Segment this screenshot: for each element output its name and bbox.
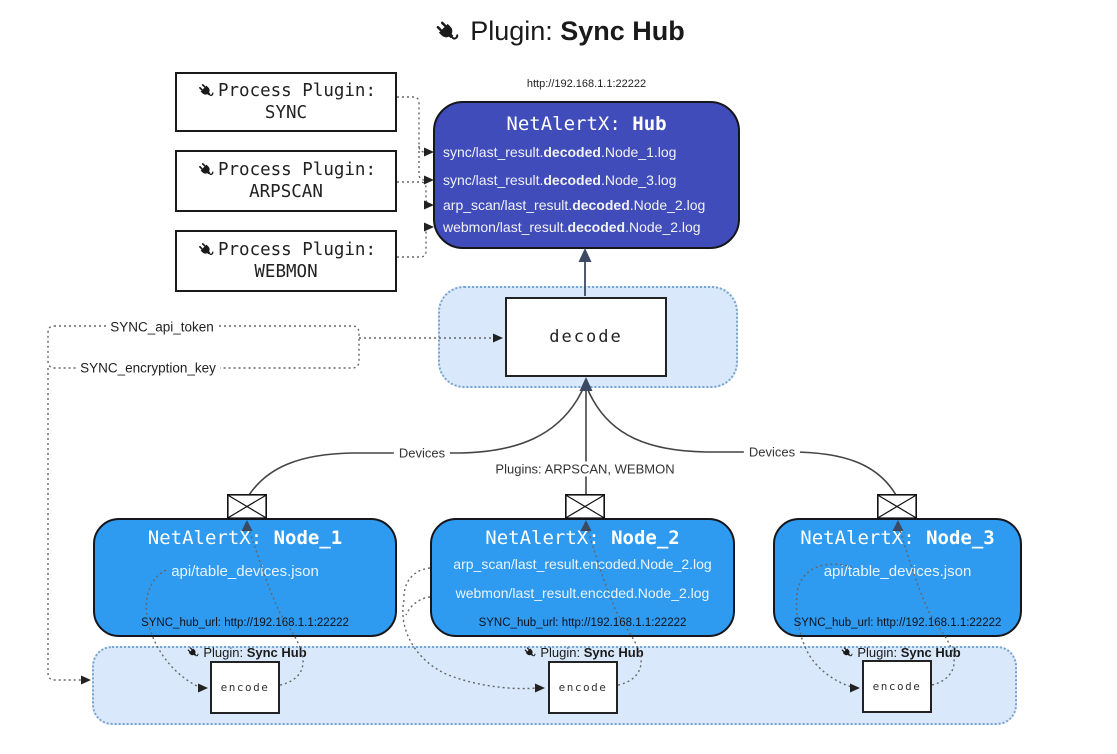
edge-arpscan-to-hub xyxy=(397,181,429,205)
page-title: Plugin: Sync Hub xyxy=(0,16,1117,47)
envelope-icon xyxy=(877,494,917,519)
node1-title: NetAlertX: Node_1 xyxy=(147,527,343,549)
edge-node3-devices xyxy=(585,383,897,496)
process-plugin-label: Process Plugin: xyxy=(217,160,377,180)
process-plugin-label: Process Plugin: xyxy=(217,240,377,260)
encode2-plugin-label: Plugin: Sync Hub xyxy=(522,645,644,660)
encode3-plugin-label: Plugin: Sync Hub xyxy=(839,645,961,660)
sync-encryption-key-label: SYNC_encryption_key xyxy=(76,360,220,376)
node3-title: NetAlertX: Node_3 xyxy=(800,527,995,549)
hub-log-line: arp_scan/last_result.decoded.Node_2.log xyxy=(443,197,706,213)
encode1-plugin-label: Plugin: Sync Hub xyxy=(185,645,307,660)
node3-line: api/table_devices.json xyxy=(823,563,972,580)
process-plugin-name: ARPSCAN xyxy=(249,182,323,202)
encode2-box: encode xyxy=(548,661,618,714)
node2-line: webmon/last_result.encoded.Node_2.log xyxy=(455,585,710,601)
edge-node2-line1-out xyxy=(403,567,431,598)
node2-hub-url: SYNC_hub_url: http://192.168.1.1:22222 xyxy=(478,617,687,629)
devices-right-label: Devices xyxy=(743,444,801,460)
plug-icon xyxy=(522,645,537,660)
edge-sync-to-hub2 xyxy=(418,146,428,181)
node1-box xyxy=(93,518,397,637)
process-plugin-arpscan-box: Process Plugin: ARPSCAN xyxy=(175,150,397,212)
hub-box xyxy=(433,101,740,249)
edge-sync-to-hub1 xyxy=(397,96,428,153)
encode1-box: encode xyxy=(210,661,280,714)
plug-icon xyxy=(196,81,216,101)
hub-log-line: sync/last_result.decoded.Node_1.log xyxy=(443,144,677,160)
process-plugin-webmon-box: Process Plugin: WEBMON xyxy=(175,230,397,292)
arrowhead-up xyxy=(578,248,592,262)
plugins-mid-label: Plugins: ARPSCAN, WEBMON xyxy=(490,461,680,477)
hub-log-line: webmon/last_result.decoded.Node_2.log xyxy=(443,219,701,235)
process-plugin-label: Process Plugin: xyxy=(217,81,377,101)
node3-hub-url: SYNC_hub_url: http://192.168.1.1:22222 xyxy=(793,617,1002,629)
envelope-icon xyxy=(227,494,267,519)
edge-node2-line2-out xyxy=(405,596,431,616)
plug-icon xyxy=(196,160,216,180)
node2-line: arp_scan/last_result.encoded.Node_2.log xyxy=(453,556,712,572)
encode3-box: encode xyxy=(862,660,932,713)
node1-hub-url: SYNC_hub_url: http://192.168.1.1:22222 xyxy=(141,617,349,629)
arrowhead xyxy=(81,675,91,685)
devices-left-label: Devices xyxy=(393,445,451,461)
plug-icon xyxy=(196,240,216,260)
process-plugin-name: SYNC xyxy=(264,103,308,123)
envelope-icon xyxy=(565,494,605,519)
edge-node1-devices xyxy=(248,383,586,496)
edge-secrets-to-encoders xyxy=(47,368,81,681)
plug-icon xyxy=(432,17,462,47)
decode-box: decode xyxy=(505,297,667,377)
sync-api-token-label: SYNC_api_token xyxy=(106,319,218,335)
edge-webmon-to-hub xyxy=(397,226,429,258)
process-plugin-name: WEBMON xyxy=(254,262,318,282)
hub-log-line: sync/last_result.decoded.Node_3.log xyxy=(443,172,677,188)
page-title-text: Plugin: Sync Hub xyxy=(470,16,685,46)
process-plugin-sync-box: Process Plugin: SYNC xyxy=(175,72,397,132)
plug-icon xyxy=(839,645,854,660)
hub-url: http://192.168.1.1:22222 xyxy=(526,78,647,90)
node2-title: NetAlertX: Node_2 xyxy=(485,527,680,549)
hub-title: NetAlertX: Hub xyxy=(506,113,667,135)
node1-line: api/table_devices.json xyxy=(171,563,319,580)
plug-icon xyxy=(185,645,200,660)
